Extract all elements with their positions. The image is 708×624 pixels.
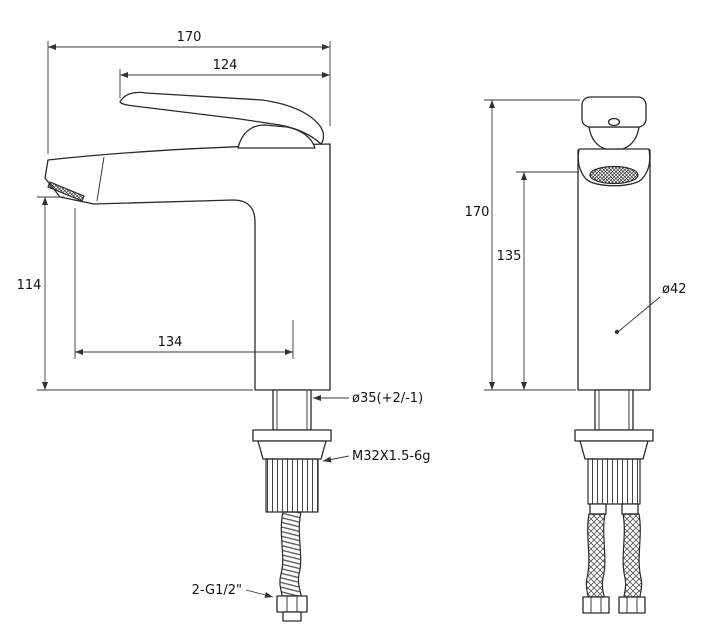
hose-connector-right [621,503,639,515]
leader-line [322,455,350,463]
body-front [577,149,651,391]
mounting-assembly-front [574,389,654,505]
label-thread-spec: M32X1.5-6g [322,449,431,464]
mounting-stem-front [594,389,634,431]
fitting-nut [276,595,308,613]
hose-thread-label: 2-G1/2" [192,583,242,598]
spout-seam [96,156,105,202]
base-diameter-label: ø35(+2/-1) [352,391,423,406]
dim-total-width-label: 170 [177,30,202,45]
thread-spec-label: M32X1.5-6g [352,449,431,464]
dim-handle-width-label: 124 [213,58,238,73]
body-diameter-label: ø42 [662,282,687,297]
dim-outlet-height: 135 [497,171,579,390]
label-hose-thread: 2-G1/2" [192,583,274,598]
front-view [574,96,654,614]
dimensions: 170 124 114 134 ø35(+2/-1) M32X1.5-6g [17,30,687,598]
hose-fitting-side [276,595,308,622]
fitting-nut-left [582,596,610,614]
leader-line [618,296,661,332]
handle-hole [607,117,621,127]
handle-front [581,96,647,128]
aerator-hatch-side [47,181,85,202]
hose-connector-left [589,503,607,515]
dim-spout-reach: 134 [74,208,294,359]
hose-left [585,513,606,598]
thread-section-front [587,458,641,505]
dim-spout-reach-label: 134 [158,335,183,350]
spout-body-outline [44,143,331,391]
dim-spout-height-label: 114 [17,278,42,293]
dim-total-height: 170 [465,99,580,391]
supply-hose-side [279,511,302,597]
leader-line [245,589,274,598]
fitting-tip [282,611,302,622]
dim-outlet-height-label: 135 [497,249,522,264]
dim-spout-height: 114 [17,196,253,391]
label-base-diameter: ø35(+2/-1) [313,391,423,406]
aerator-front [589,165,639,185]
mounting-nut-side [257,440,327,460]
mounting-assembly-side [252,389,332,513]
dim-handle-width: 124 [119,58,330,98]
leader-dot [614,329,620,335]
mounting-nut-front [579,440,649,460]
mounting-flange-front [574,429,654,442]
supply-hoses-front [582,503,646,614]
handle-lever [119,91,325,145]
thread-section-side [265,458,319,513]
mounting-stem-side [272,389,312,431]
handle-neck-front [588,126,640,150]
mounting-flange-side [252,429,332,442]
dim-total-width: 170 [47,30,331,154]
fitting-nut-right [618,596,646,614]
label-body-diameter: ø42 [614,282,687,335]
dim-total-height-label: 170 [465,205,490,220]
hose-right [622,513,643,598]
side-view [44,91,332,622]
